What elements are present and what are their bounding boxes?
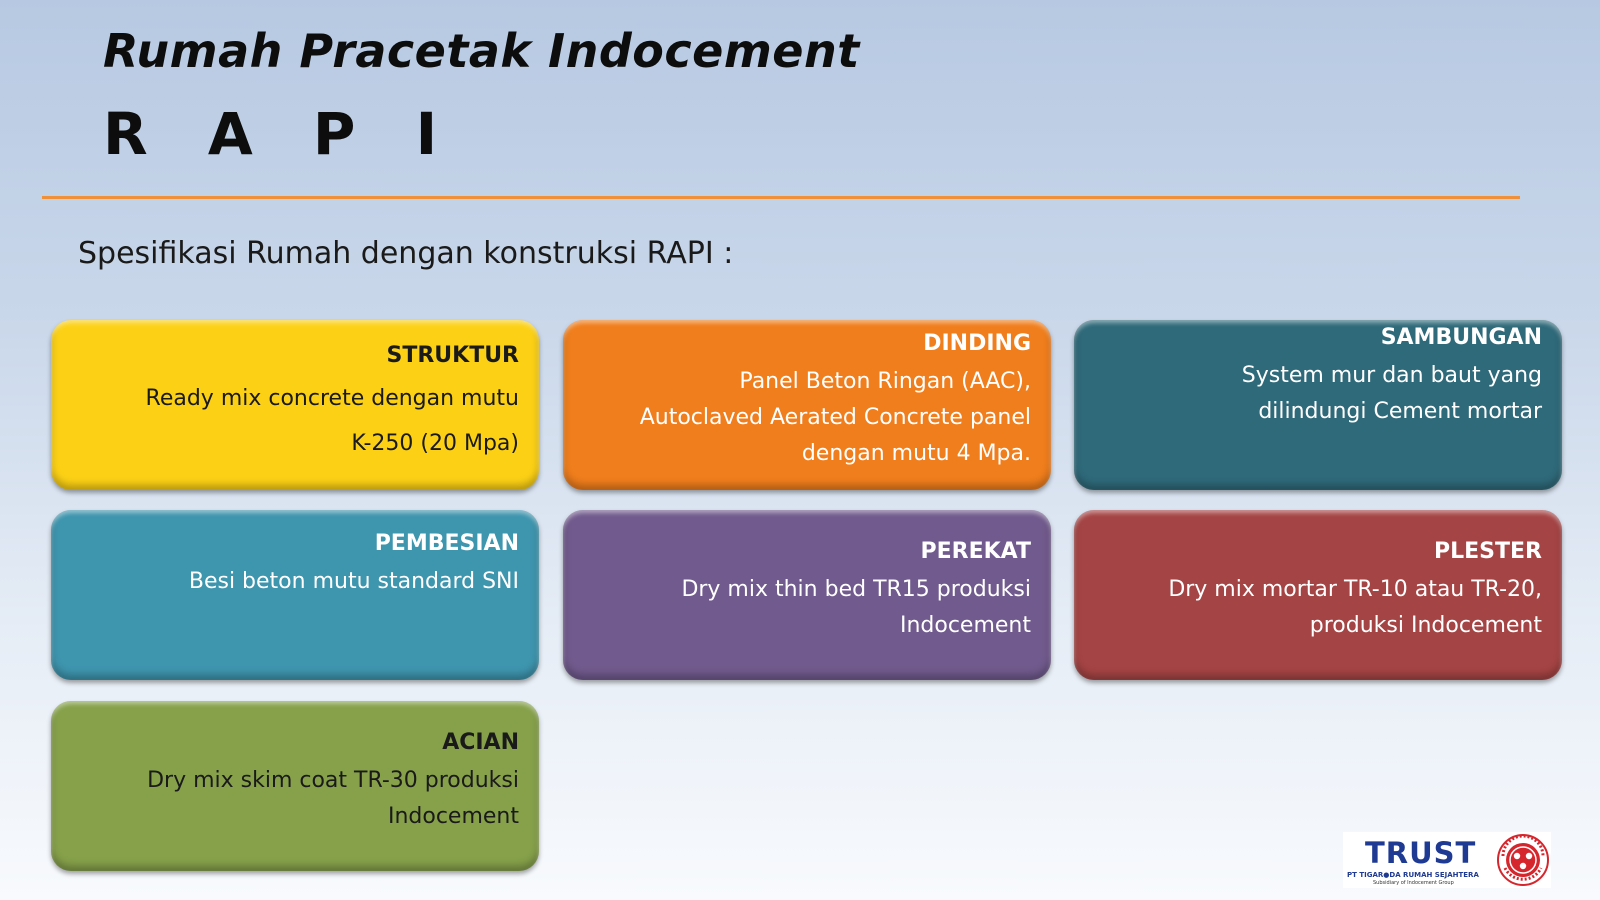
slide-title: Rumah Pracetak Indocement — [103, 24, 860, 78]
card-perekat-title: PEREKAT — [920, 539, 1032, 564]
card-pembesian: PEMBESIAN Besi beton mutu standard SNI — [51, 510, 539, 680]
card-struktur: STRUKTUR Ready mix concrete dengan mutu … — [51, 320, 539, 490]
card-pembesian-line: Besi beton mutu standard SNI — [188, 569, 519, 594]
card-dinding-line: Panel Beton Ringan (AAC), — [739, 369, 1031, 394]
card-acian: ACIAN Dry mix skim coat TR-30 produksi I… — [51, 701, 539, 871]
card-plester-line: Dry mix mortar TR-10 atau TR-20, — [1168, 577, 1542, 602]
card-struktur-title: STRUKTUR — [386, 343, 519, 368]
card-perekat-body: Dry mix thin bed TR15 produksi Indocemen… — [583, 572, 1031, 644]
card-perekat-line: Dry mix thin bed TR15 produksi — [681, 577, 1031, 602]
card-plester: PLESTER Dry mix mortar TR-10 atau TR-20,… — [1074, 510, 1562, 680]
card-struktur-line: Ready mix concrete dengan mutu — [145, 386, 519, 411]
logo-brand-text: TRUST — [1365, 836, 1477, 870]
slide-subtitle: R A P I — [103, 100, 458, 168]
card-dinding-line: dengan mutu 4 Mpa. — [801, 441, 1031, 466]
title-divider — [42, 196, 1520, 199]
card-struktur-body: Ready mix concrete dengan mutu K-250 (20… — [71, 376, 519, 466]
company-logo: TRUST PT TIGAR●DA RUMAH SEJAHTERA Subsid… — [1343, 832, 1551, 888]
card-sambungan: SAMBUNGAN System mur dan baut yang dilin… — [1074, 320, 1562, 490]
logo-subsidiary-text: Subsidiary of Indocement Group — [1373, 880, 1454, 886]
card-acian-line: Indocement — [387, 804, 519, 829]
intro-text: Spesifikasi Rumah dengan konstruksi RAPI… — [78, 236, 734, 271]
card-dinding-line: Autoclaved Aerated Concrete panel — [639, 405, 1031, 430]
card-plester-line: produksi Indocement — [1309, 613, 1542, 638]
card-sambungan-line: dilindungi Cement mortar — [1258, 399, 1542, 424]
card-plester-body: Dry mix mortar TR-10 atau TR-20, produks… — [1094, 572, 1542, 644]
card-sambungan-line: System mur dan baut yang — [1241, 363, 1542, 388]
card-pembesian-title: PEMBESIAN — [374, 531, 519, 556]
card-acian-line: Dry mix skim coat TR-30 produksi — [147, 768, 519, 793]
card-dinding-body: Panel Beton Ringan (AAC), Autoclaved Aer… — [583, 364, 1031, 472]
card-struktur-line: K-250 (20 Mpa) — [351, 431, 519, 456]
card-perekat-line: Indocement — [899, 613, 1031, 638]
card-sambungan-title: SAMBUNGAN — [1380, 325, 1542, 350]
card-dinding-title: DINDING — [923, 331, 1031, 356]
card-plester-title: PLESTER — [1434, 539, 1542, 564]
card-acian-body: Dry mix skim coat TR-30 produksi Indocem… — [71, 763, 519, 835]
tiga-roda-seal-icon — [1497, 834, 1549, 886]
card-perekat: PEREKAT Dry mix thin bed TR15 produksi I… — [563, 510, 1051, 680]
card-acian-title: ACIAN — [442, 730, 519, 755]
card-sambungan-body: System mur dan baut yang dilindungi Ceme… — [1094, 358, 1542, 430]
logo-company-name: PT TIGAR●DA RUMAH SEJAHTERA — [1347, 871, 1479, 879]
card-dinding: DINDING Panel Beton Ringan (AAC), Autocl… — [563, 320, 1051, 490]
card-pembesian-body: Besi beton mutu standard SNI — [71, 564, 519, 600]
